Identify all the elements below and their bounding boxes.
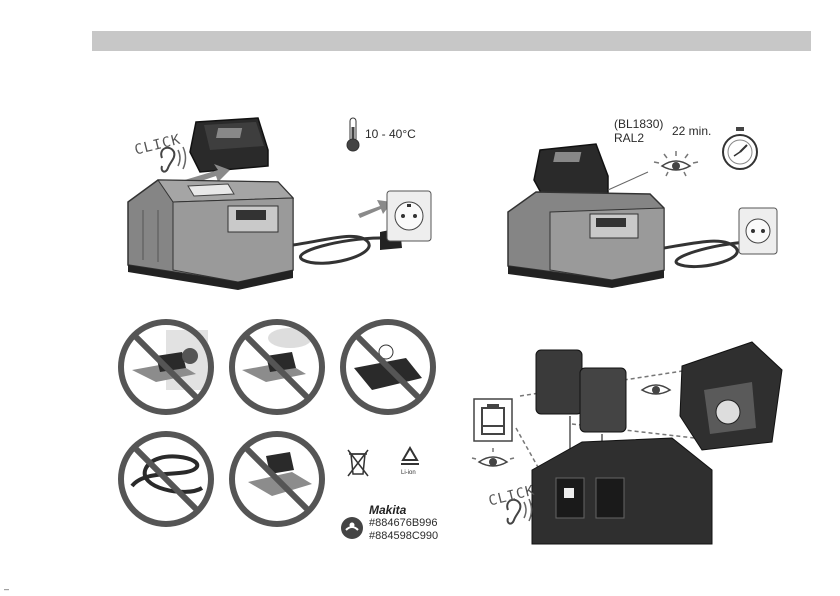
- handbook-symbol-icon: [340, 516, 364, 540]
- eye-indicator-icon: [652, 150, 700, 180]
- part-number-2: #884598C990: [369, 530, 438, 542]
- page-marker: –: [4, 584, 9, 594]
- charge-time-label: 22 min.: [672, 125, 711, 138]
- eye-indicator-icon: [642, 385, 670, 394]
- pointer-line: [608, 172, 648, 190]
- no-heat-icon: [343, 322, 433, 412]
- battery-tag-icon: [473, 398, 513, 442]
- wall-socket-icon: [738, 207, 778, 255]
- section-header-bar: [92, 31, 811, 51]
- eye-indicator-icon: [470, 448, 516, 476]
- no-flammables-icon: [121, 322, 211, 412]
- battery-model-label: (BL1830): [614, 118, 663, 131]
- battery-pack-icon: [190, 118, 268, 172]
- battery-code-label: RAL2: [614, 132, 644, 145]
- wall-socket-icon: [386, 190, 432, 242]
- brand-logo: Makita: [369, 503, 406, 517]
- charger-icon: [508, 192, 664, 288]
- li-ion-label: Li-ion: [401, 470, 416, 476]
- recycle-icon: [397, 446, 423, 470]
- no-damaged-cable-icon: [121, 434, 211, 524]
- tool-body-icon: [532, 438, 712, 544]
- charger-icon: [128, 180, 293, 290]
- battery-pack-icon: [536, 350, 626, 432]
- part-number-1: #884676B996: [369, 517, 438, 529]
- stopwatch-icon: [720, 126, 760, 172]
- weee-bin-icon: [346, 448, 370, 478]
- no-rain-icon: [232, 322, 322, 412]
- charger-port-icon: [680, 342, 782, 450]
- tool-battery-insert-illustration: [472, 330, 784, 546]
- no-open-charger-icon: [232, 434, 322, 524]
- temperature-range: 10 - 40°C: [365, 128, 416, 141]
- thermometer-icon: [345, 117, 361, 153]
